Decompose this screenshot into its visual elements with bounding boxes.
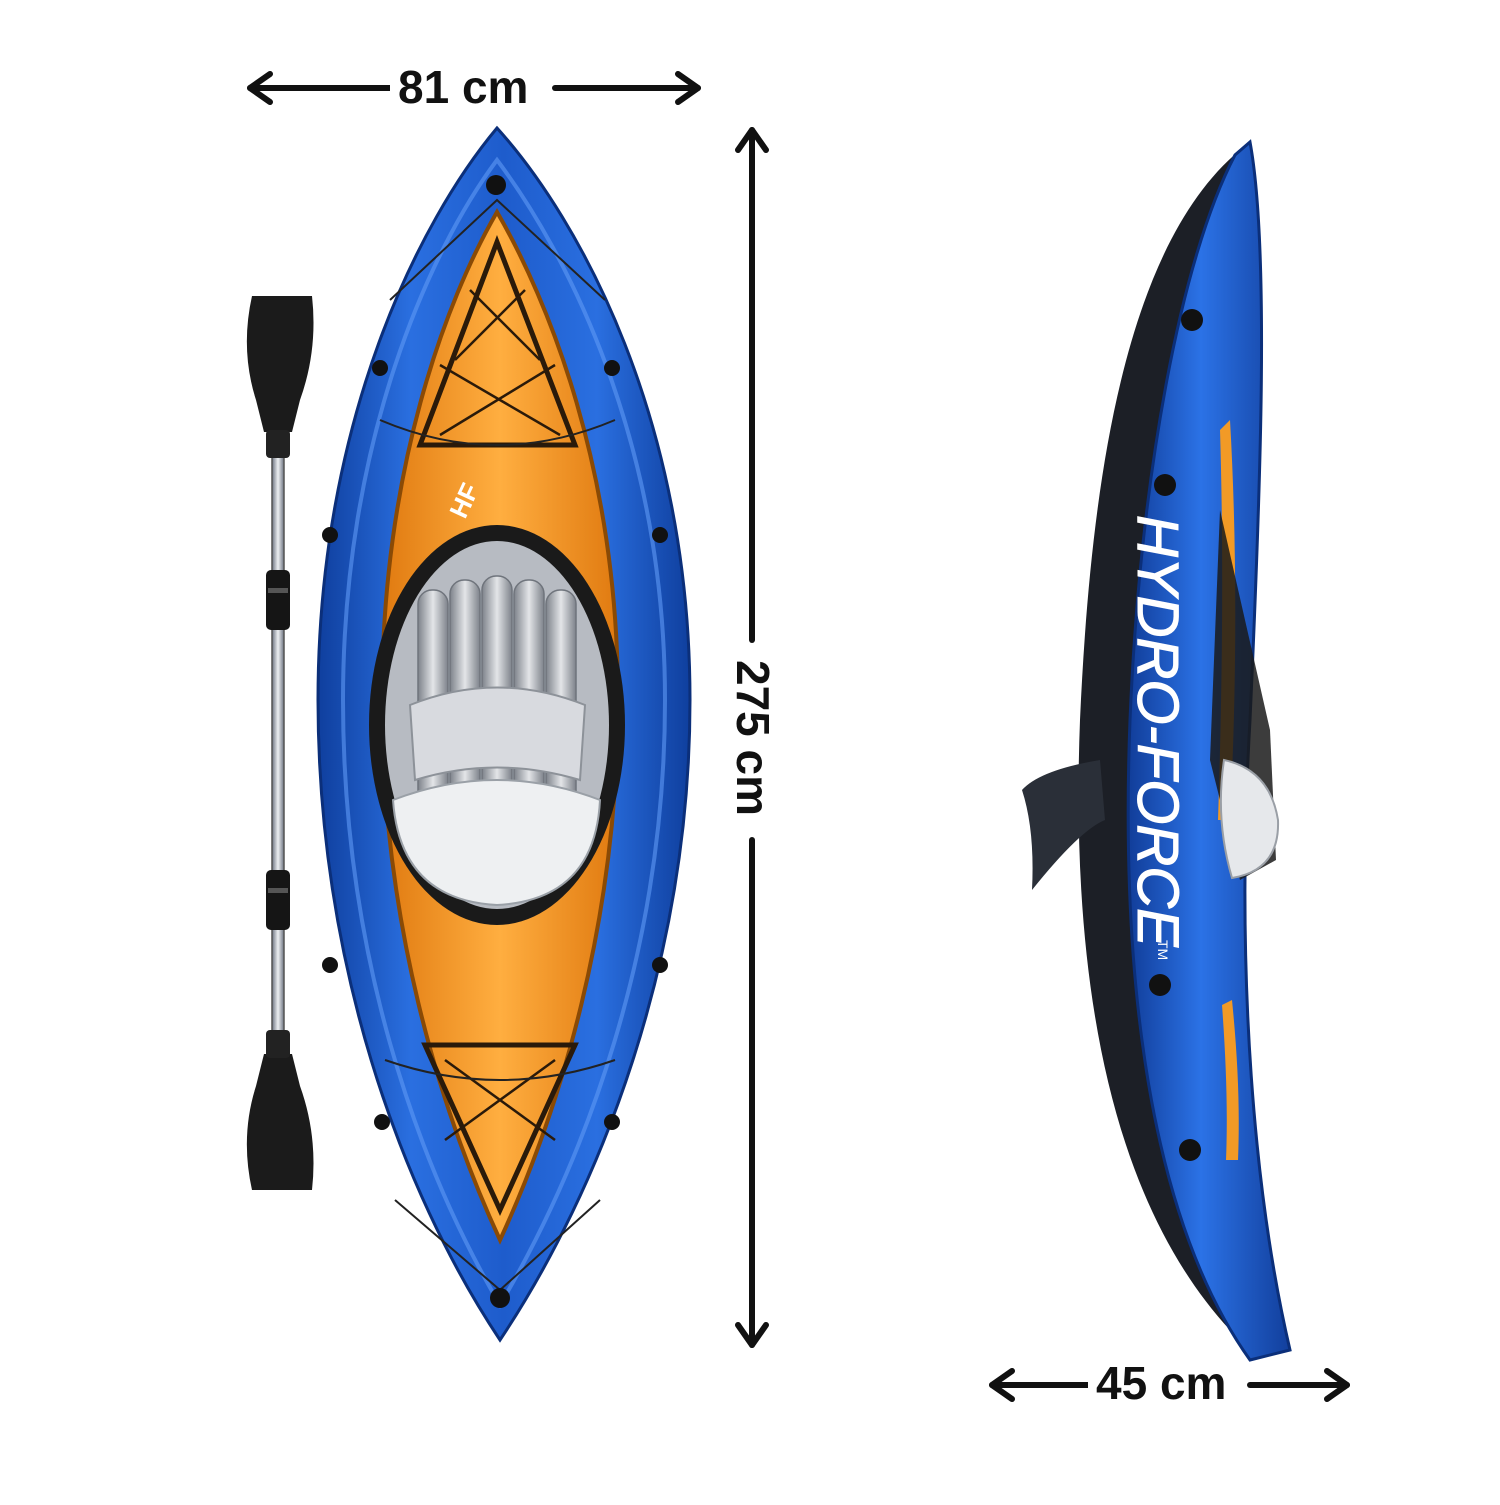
side-brand-text: HYDRO-FORCE xyxy=(1125,515,1190,948)
width-label-side: 45 cm xyxy=(1088,1360,1235,1406)
width-arrow-top xyxy=(247,71,701,105)
kayak-top-view: HF xyxy=(316,125,692,1343)
length-arrow xyxy=(735,127,769,1348)
width-arrow-side xyxy=(989,1368,1350,1402)
side-brand-tm: TM xyxy=(1155,940,1171,960)
kayak-side-view: HYDRO-FORCE TM xyxy=(1022,139,1292,1362)
length-label: 275 cm xyxy=(727,651,779,825)
paddle xyxy=(246,296,314,1190)
width-label-top: 81 cm xyxy=(390,64,537,110)
